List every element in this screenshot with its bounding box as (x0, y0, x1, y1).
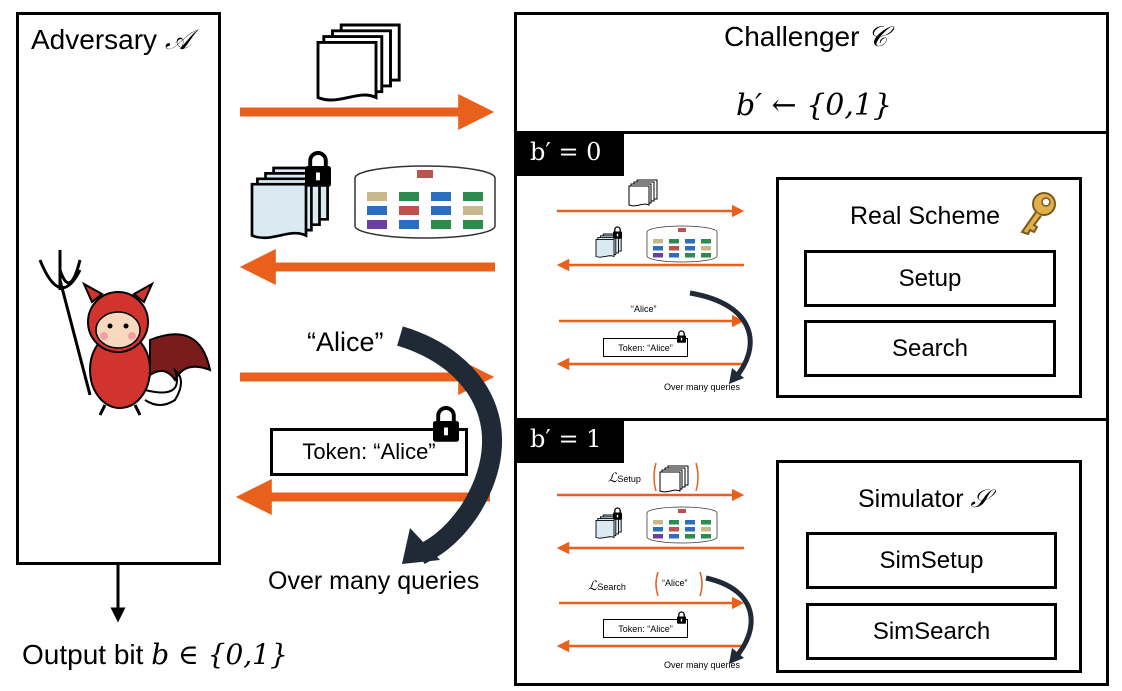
mini-lock-icon (612, 226, 623, 240)
lock-icon (303, 151, 333, 189)
simsearch-box: SimSearch (806, 603, 1057, 660)
repeat-label: Over many queries (268, 567, 480, 595)
adversary-title: Adversary 𝒜 (31, 23, 192, 56)
ideal-world-tag: b′ = 1 (516, 421, 624, 463)
key-icon (1020, 192, 1056, 236)
document-stack-icon (316, 23, 401, 102)
simulator-title: Simulator 𝒮 (858, 484, 990, 513)
real-scheme-title: Real Scheme (850, 202, 1001, 230)
mini-token-lock-icon (676, 330, 687, 344)
divider-ideal (514, 418, 1109, 421)
leak-search-label: ℒSearch (588, 579, 626, 594)
mini-db-icon-ideal (646, 506, 718, 544)
curved-arrow-icon (396, 326, 503, 564)
mini-repeat-real: Over many queries (664, 382, 741, 392)
mini-docs-icon (628, 179, 658, 207)
mini-repeat-ideal: Over many queries (664, 660, 741, 670)
mini-token-real: Token: “Alice” (603, 338, 688, 357)
mini-protocol-ideal (556, 462, 754, 664)
mini-protocol-real (556, 179, 753, 384)
mini-query-real: “Alice” (631, 304, 657, 314)
leak-setup-label: ℒSetup (608, 471, 641, 486)
search-box: Search (804, 320, 1056, 377)
database-icon (354, 165, 496, 239)
mini-token-ideal: Token: “Alice” (603, 619, 688, 638)
setup-box: Setup (804, 250, 1056, 307)
mini-lock-icon-ideal (612, 507, 623, 521)
challenger-title: Challenger 𝒞 (724, 20, 888, 53)
real-world-tag: b′ = 0 (516, 134, 624, 176)
mini-token-lock-icon-ideal (676, 611, 687, 625)
challenger-bit-assign: b′ ← {0,1} (736, 88, 893, 123)
query-label: “Alice” (307, 327, 384, 357)
simsetup-box: SimSetup (806, 532, 1057, 589)
mini-query-ideal: “Alice” (662, 578, 688, 588)
curved-arrow-head (402, 528, 440, 564)
mini-leak-docs-icon (659, 465, 689, 493)
divider-real (514, 131, 1109, 134)
output-label: Output bit b ∈ {0,1} (22, 638, 288, 671)
devil-icon (38, 250, 212, 416)
mini-db-icon (646, 225, 718, 263)
token-lock-icon (431, 406, 461, 444)
adversary-box: Adversary 𝒜 (16, 12, 221, 565)
